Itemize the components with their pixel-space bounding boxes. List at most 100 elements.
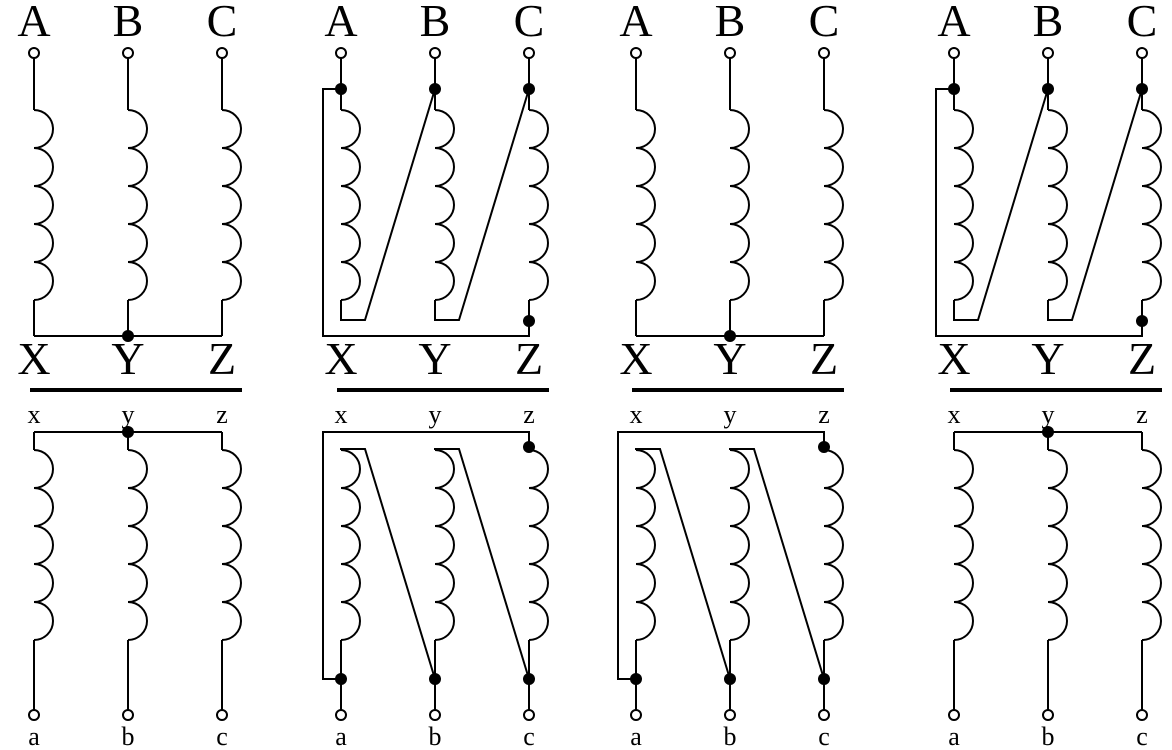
terminal-icon [335, 709, 347, 721]
terminal-icon [630, 47, 642, 59]
secondary-terminal-label: b [724, 722, 737, 750]
coil-icon [1047, 109, 1068, 301]
primary-terminal-label: B [1033, 0, 1064, 46]
secondary-end-label: x [948, 400, 961, 429]
primary-end-label: Z [208, 333, 236, 384]
secondary-end-label: z [818, 400, 830, 429]
terminal-icon [724, 47, 736, 59]
coil-icon [729, 109, 750, 301]
secondary-terminal-label: a [335, 722, 347, 750]
terminal-icon [1042, 709, 1054, 721]
coil-icon [1047, 449, 1068, 641]
secondary-terminal-label: b [122, 722, 135, 750]
coil-icon [635, 109, 656, 301]
coil-icon [953, 109, 974, 301]
coil-icon [823, 449, 844, 641]
delta-link-wire [434, 448, 530, 680]
coil-icon [127, 449, 148, 641]
secondary-end-label: y [1042, 400, 1055, 429]
secondary-terminal-label: c [1136, 722, 1148, 750]
terminal-icon [429, 709, 441, 721]
terminal-icon [28, 47, 40, 59]
primary-terminal-label: A [17, 0, 50, 46]
terminal-icon [630, 709, 642, 721]
secondary-end-label: y [122, 400, 135, 429]
junction-dot [523, 441, 535, 453]
terminal-icon [818, 47, 830, 59]
terminal-icon [724, 709, 736, 721]
delta-return-wire [322, 88, 530, 337]
secondary-end-label: z [216, 400, 228, 429]
secondary-terminal-label: b [1042, 722, 1055, 750]
coil-icon [127, 109, 148, 301]
coil-icon [221, 109, 242, 301]
coil-icon [434, 449, 455, 641]
coil-icon [33, 449, 54, 641]
terminal-icon [523, 709, 535, 721]
primary-end-label: Y [1031, 333, 1064, 384]
delta-link-wire [729, 448, 825, 680]
secondary-end-label: x [630, 400, 643, 429]
terminal-icon [335, 47, 347, 59]
terminal-icon [948, 47, 960, 59]
delta-return-wire [322, 431, 530, 680]
terminal-icon [216, 709, 228, 721]
delta-return-wire [935, 88, 1143, 337]
secondary-end-label: y [724, 400, 737, 429]
primary-terminal-label: B [715, 0, 746, 46]
terminal-icon [818, 709, 830, 721]
secondary-terminal-label: c [818, 722, 830, 750]
coil-icon [221, 449, 242, 641]
terminal-icon [1136, 47, 1148, 59]
delta-link-wire [635, 448, 731, 680]
primary-end-label: X [324, 333, 357, 384]
terminal-icon [122, 47, 134, 59]
coil-icon [1141, 449, 1162, 641]
delta-link-wire [434, 88, 530, 321]
primary-end-label: Z [810, 333, 838, 384]
coil-icon [729, 449, 750, 641]
primary-end-label: Z [1128, 333, 1156, 384]
coil-icon [528, 109, 549, 301]
coil-icon [340, 109, 361, 301]
secondary-end-label: y [429, 400, 442, 429]
secondary-end-label: z [523, 400, 535, 429]
terminal-icon [1042, 47, 1054, 59]
secondary-end-label: x [28, 400, 41, 429]
junction-dot [122, 330, 134, 342]
coil-icon [434, 109, 455, 301]
coil-icon [823, 109, 844, 301]
junction-dot [818, 441, 830, 453]
terminal-icon [28, 709, 40, 721]
primary-terminal-label: A [324, 0, 357, 46]
terminal-icon [948, 709, 960, 721]
delta-link-wire [953, 88, 1049, 321]
primary-terminal-label: A [619, 0, 652, 46]
coil-icon [33, 109, 54, 301]
terminal-icon [523, 47, 535, 59]
delta-link-wire [1047, 88, 1143, 321]
coil-icon [635, 449, 656, 641]
coil-icon [953, 449, 974, 641]
primary-terminal-label: A [937, 0, 970, 46]
coil-icon [1141, 109, 1162, 301]
primary-terminal-label: C [514, 0, 545, 46]
primary-terminal-label: C [809, 0, 840, 46]
primary-terminal-label: B [420, 0, 451, 46]
primary-end-label: Z [515, 333, 543, 384]
secondary-terminal-label: b [429, 722, 442, 750]
secondary-terminal-label: c [216, 722, 228, 750]
coil-icon [340, 449, 361, 641]
junction-dot [724, 330, 736, 342]
primary-end-label: X [17, 333, 50, 384]
